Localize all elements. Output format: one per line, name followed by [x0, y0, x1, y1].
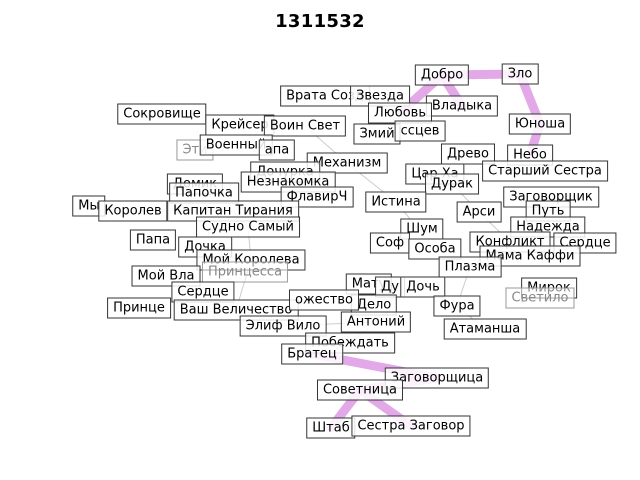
node-shtab: Штаб — [306, 417, 356, 439]
node-zagovorshchitsa: Заговорщица — [384, 367, 490, 389]
node-plazma: Плазма — [438, 256, 502, 278]
node-serdtse_l: Сердце — [171, 281, 235, 303]
node-durak: Дурак — [425, 173, 479, 195]
node-nebo: Небо — [507, 144, 553, 166]
node-printsessa: Принцесса — [201, 261, 289, 283]
node-doch: Дочь — [400, 276, 446, 298]
node-ssev: ссцев — [394, 120, 446, 142]
node-ozhestvo: ожество — [289, 289, 359, 311]
node-vash_vel: Ваш Величество — [173, 299, 299, 321]
node-put: Путь — [525, 200, 571, 222]
node-sovetnitsa: Советница — [316, 379, 404, 401]
node-arsi: Арси — [456, 201, 502, 223]
node-yunosha: Юноша — [508, 113, 572, 135]
node-fura: Фура — [433, 295, 481, 317]
node-sof: Соф — [369, 232, 411, 254]
node-osoba: Особа — [408, 238, 462, 260]
node-kreisser: Крейсер — [205, 114, 275, 136]
node-elif: Элиф Вило — [239, 315, 327, 337]
node-papa: Папа — [129, 229, 177, 251]
node-printsa: Принце — [107, 297, 171, 319]
node-shum: Шум — [400, 218, 444, 240]
node-vladyka: Владыка — [425, 95, 499, 117]
figure-title: 1311532 — [275, 11, 365, 32]
node-zmiy: Змий — [353, 123, 401, 145]
node-dobro: Добро — [414, 64, 470, 86]
node-voenny: Военный — [199, 134, 273, 156]
node-atamansha: Атаманша — [443, 318, 527, 340]
node-bratets: Братец — [281, 343, 343, 365]
node-delo: Дело — [350, 294, 398, 316]
node-sestra_zag: Сестра Заговор — [351, 415, 471, 437]
node-mama_kaffi: Мама Каффи — [479, 245, 581, 267]
node-kapitan: Капитан Тирания — [167, 200, 299, 222]
node-sudno: Судно Самый — [196, 216, 300, 238]
node-korolev: Королев — [98, 200, 168, 222]
node-vrata: Врата Созд — [280, 85, 370, 107]
node-drevo: Древо — [440, 143, 496, 165]
node-starshiy_sestra: Старший Сестра — [482, 160, 608, 182]
node-svetilo: Светило — [505, 287, 575, 309]
node-mekhanizm: Механизм — [306, 152, 388, 174]
node-antoniy: Антоний — [340, 311, 412, 333]
node-papochka: Папочка — [169, 182, 239, 204]
node-voin_svet: Воин Свет — [263, 115, 347, 137]
node-lapa: апа — [258, 139, 296, 161]
node-moy_vl: Мой Вла — [131, 265, 201, 287]
node-my: Мы — [72, 195, 106, 217]
node-sokrovishche: Сокровище — [117, 103, 207, 125]
node-istina: Истина — [365, 191, 427, 213]
node-zlo: Зло — [501, 63, 539, 85]
